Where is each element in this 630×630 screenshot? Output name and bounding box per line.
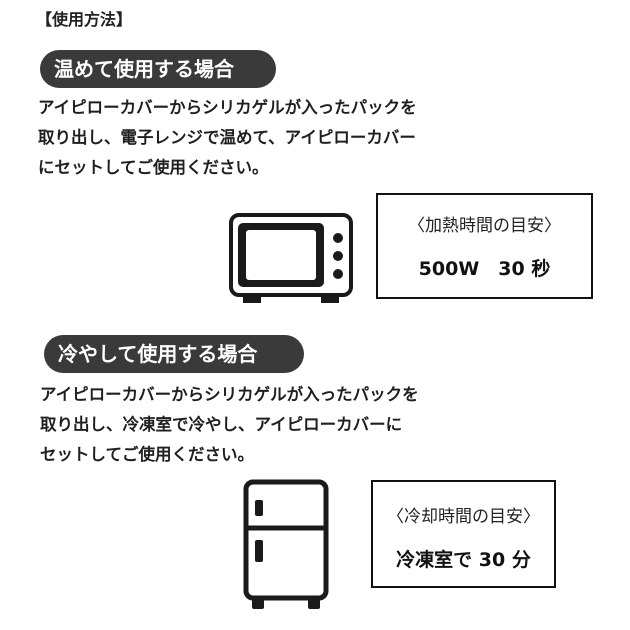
warm-heading: 温めて使用する場合 — [40, 50, 276, 88]
cooling-guide-box: 〈冷却時間の目安〉 冷凍室で 30 分 — [371, 480, 556, 588]
heating-guide-value: 500W 30 秒 — [418, 258, 551, 280]
heating-guide-title: 〈加熱時間の目安〉 — [408, 216, 561, 236]
warm-line-2: 取り出し、電子レンジで温めて、アイピローカバー — [38, 128, 416, 147]
cool-line-1: アイピローカバーからシリカゲルが入ったパックを — [40, 385, 419, 404]
cool-instructions: アイピローカバーからシリカゲルが入ったパックを 取り出し、冷凍室で冷やし、アイピ… — [40, 380, 419, 470]
microwave-icon — [229, 213, 353, 309]
heating-guide-box: 〈加熱時間の目安〉 500W 30 秒 — [376, 193, 593, 299]
cooling-guide-title: 〈冷却時間の目安〉 — [387, 507, 540, 527]
cool-line-3: セットしてご使用ください。 — [40, 445, 255, 464]
cool-line-2: 取り出し、冷凍室で冷やし、アイピローカバーに — [40, 415, 403, 434]
warm-instructions: アイピローカバーからシリカゲルが入ったパックを 取り出し、電子レンジで温めて、ア… — [38, 93, 417, 183]
refrigerator-icon — [242, 478, 330, 616]
page-title: 【使用方法】 — [36, 10, 133, 29]
cool-heading: 冷やして使用する場合 — [44, 335, 304, 373]
cooling-guide-value: 冷凍室で 30 分 — [396, 549, 531, 571]
warm-line-3: にセットしてご使用ください。 — [38, 158, 269, 177]
warm-line-1: アイピローカバーからシリカゲルが入ったパックを — [38, 98, 417, 117]
